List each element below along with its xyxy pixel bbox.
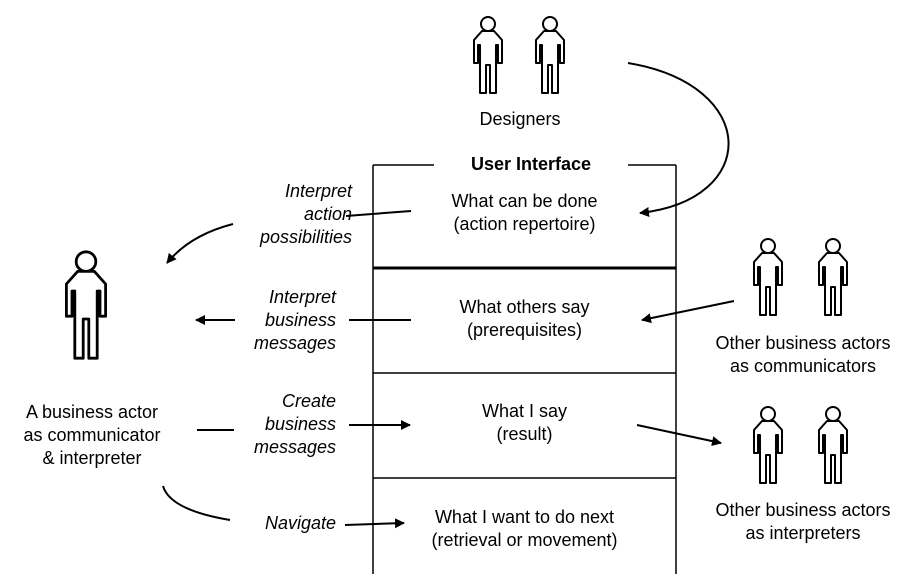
interpret-action-line <box>345 210 412 217</box>
action-line: Navigate <box>264 513 336 533</box>
interpreter-icon-2 <box>818 406 848 484</box>
ui-section-line: What I say <box>481 401 568 421</box>
ui-section-next: What I want to do next (retrieval or mov… <box>373 506 676 552</box>
ui-section-prerequisites: What others say (prerequisites) <box>373 296 676 342</box>
communicator-icon-1 <box>753 238 783 316</box>
interpreters-label: Other business actors as interpreters <box>698 499 908 545</box>
action-line: Create <box>281 391 336 411</box>
action-line: messages <box>253 437 336 457</box>
communicators-line: Other business actors <box>715 333 891 353</box>
interpret-action-arrow <box>166 223 234 264</box>
designers-label: Designers <box>479 109 561 129</box>
interpreters-arrow <box>636 424 722 447</box>
main-actor-line: as communicator <box>23 425 161 445</box>
action-line: Interpret <box>284 181 352 201</box>
designers-arrow <box>627 62 730 217</box>
communicator-icon-2 <box>818 238 848 316</box>
ui-section-line: What others say <box>459 297 590 317</box>
action-line: Interpret <box>268 287 336 307</box>
action-interpret-possibilities: Interpret action possibilities <box>232 180 352 249</box>
main-actor-line: & interpreter <box>42 448 142 468</box>
ui-section-line: (prerequisites) <box>466 320 583 340</box>
ui-title: User Interface <box>470 154 592 174</box>
action-line: messages <box>253 333 336 353</box>
ui-section-line: What can be done <box>451 191 598 211</box>
action-line: business <box>264 310 336 330</box>
designer-icon-1 <box>473 16 503 94</box>
ui-section-line: (action repertoire) <box>453 214 596 234</box>
ui-panel <box>372 164 677 574</box>
designer-icon-2 <box>535 16 565 94</box>
ui-section-result: What I say (result) <box>373 400 676 446</box>
interpreter-icon-1 <box>753 406 783 484</box>
navigate-line <box>162 485 231 521</box>
navigate-arrow <box>344 518 405 529</box>
action-interpret-messages: Interpret business messages <box>230 286 336 355</box>
communicators-label: Other business actors as communicators <box>698 332 908 378</box>
action-create-messages: Create business messages <box>230 390 336 459</box>
action-line: possibilities <box>259 227 352 247</box>
main-actor-label: A business actor as communicator & inter… <box>2 401 182 470</box>
interpreters-line: Other business actors <box>715 500 891 520</box>
main-actor-line: A business actor <box>25 402 159 422</box>
action-navigate: Navigate <box>230 512 336 535</box>
ui-section-line: What I want to do next <box>434 507 615 527</box>
ui-section-line: (retrieval or movement) <box>431 530 618 550</box>
ui-section-line: (result) <box>496 424 553 444</box>
communicators-line: as communicators <box>729 356 877 376</box>
communicators-arrow <box>641 300 735 324</box>
business-actor-icon <box>64 250 108 360</box>
action-line: business <box>264 414 336 434</box>
action-line: action <box>303 204 352 224</box>
ui-section-action-repertoire: What can be done (action repertoire) <box>373 190 676 236</box>
interpreters-line: as interpreters <box>745 523 861 543</box>
